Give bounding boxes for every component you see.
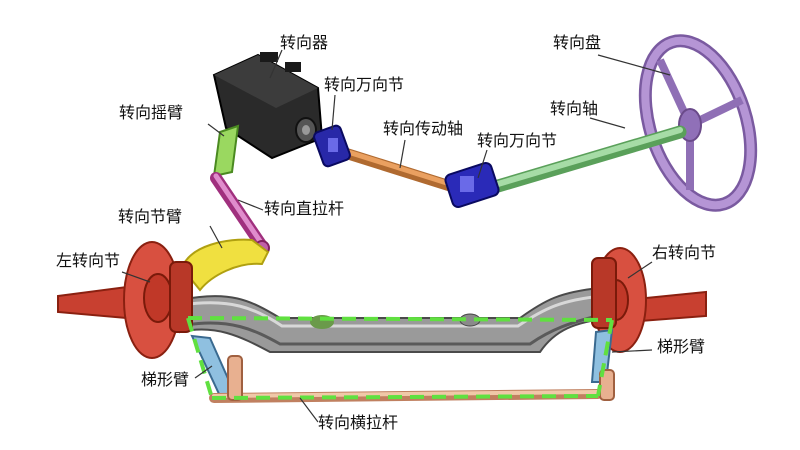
knuckle-arm: [180, 238, 270, 292]
label-steering-gear: 转向器: [280, 33, 329, 52]
label-steering-wheel: 转向盘: [553, 33, 602, 52]
label-tie-rod: 转向横拉杆: [318, 413, 399, 432]
leader-lines: [121, 49, 671, 423]
steering-shaft: [491, 125, 687, 193]
label-universal-joint-lower: 转向万向节: [477, 131, 558, 150]
universal-joint-lower: [444, 161, 500, 209]
pitman-arm: [212, 124, 240, 178]
universal-joint-upper: [313, 124, 351, 168]
steering-trapezoid-guide: [186, 316, 614, 400]
label-universal-joint-upper: 转向万向节: [324, 75, 405, 94]
intermediate-shaft: [339, 147, 456, 192]
label-steering-shaft: 转向轴: [550, 99, 599, 118]
steering-wheel: [638, 34, 758, 212]
tie-rod: [209, 355, 615, 403]
label-drag-link: 转向直拉杆: [264, 199, 345, 218]
label-left-knuckle: 左转向节: [56, 251, 121, 270]
left-knuckle: [57, 241, 193, 359]
label-intermediate-shaft: 转向传动轴: [383, 119, 464, 138]
label-knuckle-arm: 转向节臂: [118, 207, 183, 226]
label-right-knuckle: 右转向节: [652, 243, 717, 262]
steering-gear-box: [212, 52, 324, 160]
label-pitman-arm: 转向摇臂: [119, 103, 184, 122]
label-trapezoid-arm-left: 梯形臂: [141, 370, 190, 389]
label-trapezoid-arm-right: 梯形臂: [657, 337, 706, 356]
